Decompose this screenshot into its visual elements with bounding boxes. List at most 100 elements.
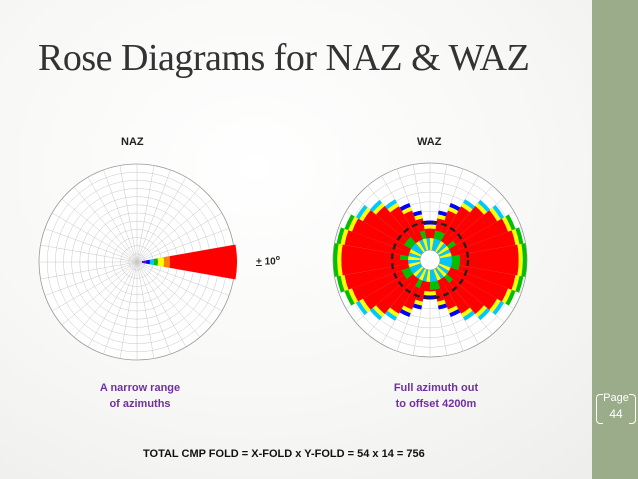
waz-fold-cell — [344, 289, 355, 306]
waz-fold-cell — [517, 243, 523, 260]
naz-grid-spoke — [136, 165, 155, 263]
waz-fold-cell — [369, 307, 383, 321]
naz-fold-cell — [157, 257, 165, 267]
waz-caption-line1: Full azimuth out — [393, 382, 479, 394]
waz-inner-cell — [426, 269, 430, 282]
naz-grid-spoke — [44, 261, 138, 296]
waz-inner-cell — [441, 276, 450, 286]
waz-fold-cell — [463, 199, 476, 210]
waz-inner-cell — [435, 240, 445, 253]
waz-caption: Full azimuth out to offset 4200m — [366, 380, 506, 412]
waz-inner-cell — [449, 267, 459, 275]
waz-inner-cell — [431, 238, 438, 251]
waz-inner-cell — [446, 240, 456, 249]
waz-inner-cell — [408, 252, 421, 259]
waz-fold-cell — [412, 303, 422, 310]
naz-grid-spoke — [103, 261, 138, 355]
naz-grid-spoke — [136, 244, 234, 263]
waz-fold-cell — [337, 243, 343, 260]
waz-inner-cell — [439, 256, 452, 260]
naz-fold-cell — [153, 258, 158, 266]
waz-fold-cell — [369, 199, 383, 213]
naz-grid-spoke — [87, 261, 138, 347]
waz-fold-cell — [333, 260, 339, 277]
waz-inner-cell — [408, 256, 421, 260]
waz-fold-cell — [336, 275, 345, 293]
waz-fold-cell — [438, 210, 448, 217]
waz-fold-cell — [501, 216, 512, 232]
waz-fold-cell — [521, 260, 527, 277]
naz-label: NAZ — [121, 136, 144, 148]
waz-fold-cell — [449, 309, 461, 317]
page-bracket-left — [596, 394, 603, 424]
waz-inner-cell — [437, 265, 450, 275]
waz-fold-cell — [437, 214, 446, 221]
naz-fold-cell — [163, 256, 171, 268]
waz-fold-cell — [477, 199, 491, 213]
waz-rose-diagram — [332, 162, 528, 358]
waz-fold-cell — [437, 299, 446, 306]
waz-fold-cell — [448, 305, 459, 314]
waz-inner-cell — [409, 263, 422, 271]
naz-grid-spoke — [136, 261, 213, 326]
waz-fold-cell — [372, 305, 385, 318]
waz-inner-cell — [408, 261, 421, 268]
waz-inner-cell — [410, 245, 423, 255]
waz-inner-cell — [449, 245, 459, 253]
naz-grid-spoke — [40, 244, 138, 263]
waz-fold-cell — [414, 299, 423, 306]
waz-inner-cell — [409, 249, 422, 257]
total-fold-text: TOTAL CMP FOLD = X-FOLD x Y-FOLD = 54 x … — [143, 448, 425, 460]
naz-grid-spoke — [136, 261, 187, 347]
naz-grid-spoke — [52, 212, 138, 263]
waz-inner-cell — [433, 239, 441, 252]
waz-inner-cell — [400, 263, 410, 271]
waz-fold-cell — [337, 260, 343, 277]
naz-grid-spoke — [103, 169, 138, 263]
waz-inner-cell — [424, 230, 430, 239]
waz-fold-cell — [477, 307, 491, 321]
waz-inner-cell — [419, 268, 427, 281]
waz-inner-cell — [430, 269, 434, 282]
naz-grid-spoke — [40, 261, 138, 280]
waz-fold-cell — [399, 309, 411, 317]
waz-fold-cell — [517, 260, 523, 277]
waz-inner-cell — [444, 274, 453, 283]
waz-fold-cell — [501, 288, 512, 304]
waz-inner-cell — [433, 268, 441, 281]
waz-inner-cell — [408, 260, 421, 264]
naz-grid-spoke — [136, 261, 222, 312]
waz-inner-cell — [437, 245, 450, 255]
naz-grid-spoke — [136, 228, 230, 263]
waz-inner-cell — [444, 237, 453, 246]
waz-fold-cell — [412, 210, 422, 217]
waz-fold-cell — [438, 303, 448, 310]
waz-fold-cell — [515, 227, 524, 245]
waz-center — [419, 249, 441, 271]
waz-fold-cell — [336, 227, 345, 245]
waz-fold-cell — [355, 300, 368, 316]
waz-fold-cell — [492, 300, 505, 316]
waz-fold-cell — [489, 298, 501, 313]
naz-grid-spoke — [73, 261, 138, 338]
naz-grid-spoke — [136, 177, 187, 263]
waz-fold-cell — [384, 199, 397, 210]
waz-inner-cell — [410, 234, 419, 244]
waz-inner-cell — [435, 267, 445, 280]
naz-grid-spoke — [44, 228, 138, 263]
waz-inner-cell — [438, 263, 451, 271]
waz-inner-cell — [415, 267, 425, 280]
waz-fold-cell — [401, 206, 412, 215]
waz-fold-cell — [475, 305, 488, 318]
naz-caption: A narrow range of azimuths — [80, 380, 200, 412]
waz-inner-cell — [401, 245, 411, 253]
naz-fold-cell — [149, 259, 154, 265]
naz-fold-cell — [141, 260, 146, 264]
naz-grid-spoke — [87, 177, 138, 263]
waz-inner-cell — [413, 243, 424, 254]
naz-azimuth-range: + 10o — [256, 255, 280, 267]
waz-fold-cell — [399, 203, 411, 211]
waz-inner-cell — [437, 231, 445, 241]
waz-fold-cell — [515, 275, 524, 293]
waz-inner-cell — [413, 266, 424, 277]
